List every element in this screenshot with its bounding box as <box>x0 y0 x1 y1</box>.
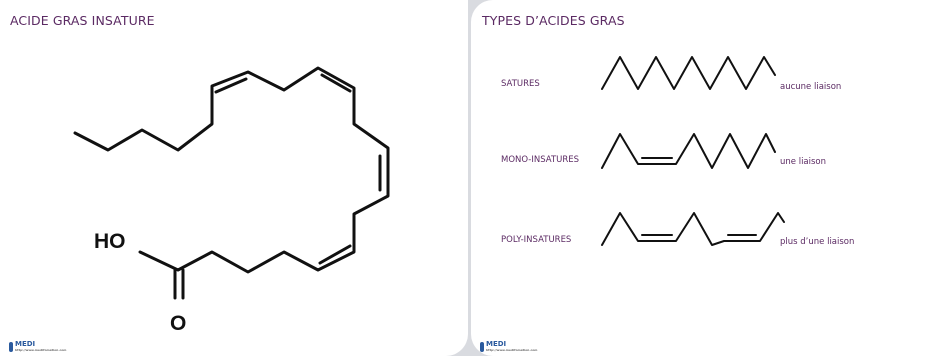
logo-tagline: http://www.medifomation.com <box>15 348 67 352</box>
row-desc-saturated: aucune liaison <box>780 82 842 92</box>
fatty-acid-type-diagrams <box>601 56 785 246</box>
row-label-saturated: SATURES <box>501 79 540 89</box>
slide-title-left: ACIDE GRAS INSATURE <box>10 13 155 28</box>
logo-mark-icon <box>9 342 13 352</box>
mono-chain <box>601 133 776 169</box>
row-label-mono: MONO-INSATURES <box>501 155 580 165</box>
oxygen-label: O <box>170 312 186 335</box>
double-bond-2 <box>320 73 352 93</box>
row-label-poly: POLY-INSATURES <box>501 235 572 245</box>
double-bond-1 <box>214 77 248 94</box>
row-desc-poly: plus d’une liaison <box>780 237 855 247</box>
row-desc-mono: une liaison <box>780 157 827 167</box>
carbon-chain <box>73 66 390 274</box>
poly-chain <box>601 212 785 246</box>
logo-name: MEDI <box>486 340 507 348</box>
hydroxyl-label: HO <box>94 230 126 253</box>
logo-mark-icon <box>480 342 484 352</box>
logo-name: MEDI <box>15 340 36 348</box>
slide-title-right: TYPES D’ACIDES GRAS <box>482 13 625 28</box>
saturated-chain <box>601 56 776 90</box>
logo-tagline: http://www.medifomation.com <box>486 348 538 352</box>
medi-logo: MEDI http://www.medifomation.com <box>9 341 66 352</box>
slide-fatty-acid-types: TYPES D’ACIDES GRAS SATURES MONO-INSATUR… <box>471 0 939 356</box>
unsaturated-fatty-acid-structure: HO O <box>73 66 390 335</box>
double-bond-4 <box>318 244 352 265</box>
medi-logo-right: MEDI http://www.medifomation.com <box>480 341 537 352</box>
slide-unsaturated-fatty-acid: ACIDE GRAS INSATURE HO O MEDI http://www… <box>0 0 468 356</box>
